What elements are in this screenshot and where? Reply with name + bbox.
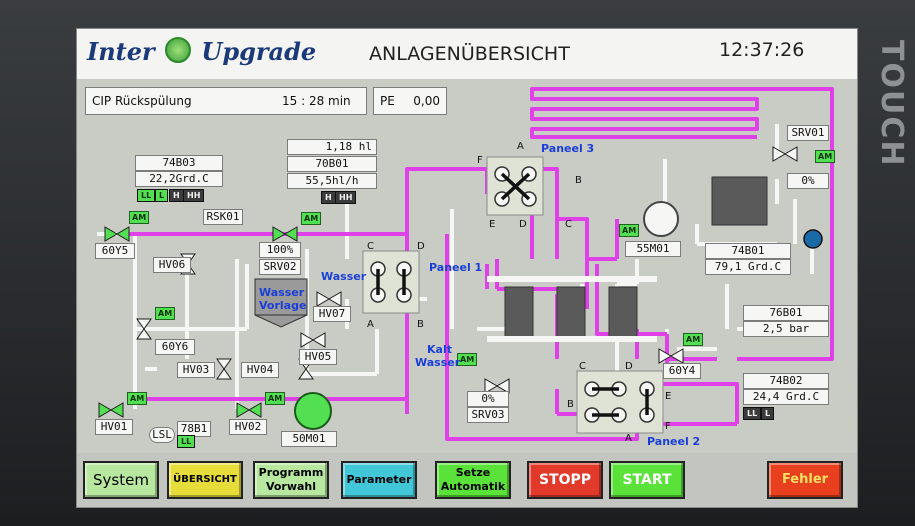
srv02-tag: SRV02 bbox=[259, 259, 301, 275]
srv03-tag: SRV03 bbox=[467, 407, 509, 423]
port-c-p2: C bbox=[579, 361, 586, 372]
sensor-74b01-tag: 74B01 bbox=[705, 243, 791, 259]
heat-exchanger-left bbox=[504, 286, 638, 338]
port-a-p3: A bbox=[517, 141, 524, 152]
stopp-button[interactable]: STOPP bbox=[527, 461, 603, 499]
tag-l: L bbox=[155, 189, 169, 202]
globe-icon bbox=[165, 37, 192, 63]
port-d-p1: D bbox=[417, 241, 425, 252]
sensor-76b01-value: 2,5 bar bbox=[743, 321, 829, 337]
srv03-percent: 0% bbox=[467, 391, 509, 407]
sensor-76b01-tag: 76B01 bbox=[743, 305, 829, 321]
label-lsl: LSL bbox=[149, 427, 175, 443]
label-hv07: HV07 bbox=[313, 306, 351, 322]
port-b-p2: B bbox=[567, 399, 574, 410]
port-c-p3: C bbox=[565, 219, 572, 230]
label-rsk01: RSK01 bbox=[203, 209, 243, 225]
label-hv01: HV01 bbox=[95, 419, 133, 435]
am-60y6: AM bbox=[155, 307, 176, 320]
label-paneel-1: Paneel 1 bbox=[429, 261, 483, 274]
am-hv02: AM bbox=[265, 392, 286, 405]
start-button[interactable]: START bbox=[609, 461, 685, 499]
am-60y4: AM bbox=[683, 333, 704, 346]
port-f-p3: F bbox=[477, 155, 483, 166]
pump-55m01 bbox=[643, 201, 679, 237]
port-c-p1: C bbox=[367, 241, 374, 252]
srv01-tag: SRV01 bbox=[787, 125, 829, 141]
label-60y6: 60Y6 bbox=[155, 339, 195, 355]
port-e-p3: E bbox=[489, 219, 496, 230]
sensor-74b03-tag: 74B03 bbox=[135, 155, 223, 171]
fehler-button[interactable]: Fehler bbox=[767, 461, 843, 499]
volume-70b01: 1,18 hl bbox=[287, 139, 377, 155]
label-wasser-vorlage-1: Wasser bbox=[259, 286, 305, 299]
label-wasser-vorlage-2: Vorlage bbox=[259, 299, 307, 312]
label-paneel-3: Paneel 3 bbox=[541, 142, 595, 155]
sensor-70b01-tag: 70B01 bbox=[287, 156, 377, 172]
label-kalt-wasser-2: Wasser bbox=[415, 356, 461, 369]
sensor-74b03-value: 22,2Grd.C bbox=[135, 171, 223, 187]
label-hv02: HV02 bbox=[229, 419, 267, 435]
tag-hh: HH bbox=[183, 189, 205, 202]
am-hv01: AM bbox=[127, 392, 148, 405]
tag-h-2: H bbox=[321, 191, 336, 204]
tag-h: H bbox=[169, 189, 184, 202]
tag-ll: LL bbox=[137, 189, 156, 202]
sensor-74b02-tag: 74B02 bbox=[743, 373, 829, 389]
port-b-p3: B bbox=[575, 175, 582, 186]
pe-display: PE 0,00 bbox=[373, 87, 447, 115]
port-e-p2: E bbox=[665, 391, 672, 402]
pump-small bbox=[803, 229, 823, 249]
parameter-button[interactable]: Parameter bbox=[341, 461, 417, 499]
label-wasser: Wasser bbox=[321, 270, 367, 283]
tag-l-2: L bbox=[761, 407, 775, 420]
flow-70b01: 55,5hl/h bbox=[287, 173, 377, 189]
label-hv03: HV03 bbox=[177, 362, 215, 378]
label-hv05: HV05 bbox=[299, 349, 337, 365]
pump-50m01 bbox=[294, 392, 332, 430]
sensor-74b02-value: 24,4 Grd.C bbox=[743, 389, 829, 405]
tag-ll-2: LL bbox=[743, 407, 762, 420]
am-srv03: AM bbox=[457, 353, 478, 366]
label-55m01: 55M01 bbox=[625, 241, 681, 257]
port-d-p3: D bbox=[519, 219, 527, 230]
am-srv02: AM bbox=[301, 212, 322, 225]
srv01-percent: 0% bbox=[787, 173, 829, 189]
heat-exchanger-right bbox=[711, 176, 768, 226]
am-60y5: AM bbox=[129, 211, 150, 224]
water-tank bbox=[254, 278, 308, 328]
label-60y4: 60Y4 bbox=[663, 363, 701, 379]
clock: 12:37:26 bbox=[719, 39, 805, 61]
hmi-screen: Inter Upgrade ANLAGENÜBERSICHT 12:37:26 … bbox=[76, 28, 858, 508]
label-hv06: HV06 bbox=[153, 257, 191, 273]
program-status: CIP Rückspülung 15 : 28 min bbox=[85, 87, 367, 115]
am-55m01: AM bbox=[619, 224, 640, 237]
sensor-74b01-value: 79,1 Grd.C bbox=[705, 259, 791, 275]
tag-hh-2: HH bbox=[335, 191, 357, 204]
page-title: ANLAGENÜBERSICHT bbox=[369, 43, 570, 65]
label-kalt-wasser-1: Kalt bbox=[427, 343, 452, 356]
port-d-p2: D bbox=[625, 361, 633, 372]
label-60y5: 60Y5 bbox=[95, 243, 135, 259]
uebersicht-button[interactable]: ÜBERSICHT bbox=[167, 461, 243, 499]
program-time: 15 : 28 min bbox=[282, 94, 351, 108]
port-a-p2: A bbox=[625, 433, 632, 444]
logo: Inter Upgrade bbox=[87, 37, 317, 66]
port-b-p1: B bbox=[417, 319, 424, 330]
am-srv01: AM bbox=[815, 150, 836, 163]
process-diagram bbox=[97, 87, 834, 441]
port-f-p2: F bbox=[665, 421, 671, 432]
touch-label: TOUCH bbox=[874, 40, 909, 168]
label-paneel-2: Paneel 2 bbox=[647, 435, 701, 448]
header: Inter Upgrade ANLAGENÜBERSICHT 12:37:26 bbox=[77, 29, 857, 79]
label-50m01: 50M01 bbox=[281, 431, 337, 447]
label-hv04: HV04 bbox=[241, 362, 279, 378]
srv02-percent: 100% bbox=[259, 242, 301, 258]
port-a-p1: A bbox=[367, 319, 374, 330]
system-button[interactable]: System bbox=[83, 461, 159, 499]
tag-ll-78b1: LL bbox=[177, 435, 196, 448]
